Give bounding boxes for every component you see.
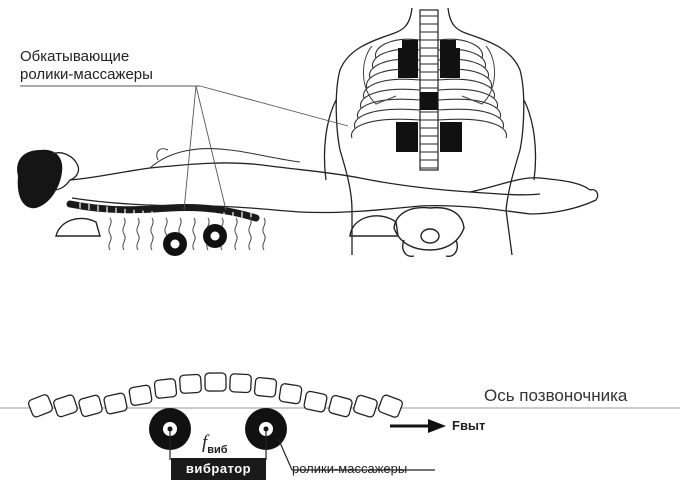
head-hair [17,150,62,208]
force-arrow [390,419,446,433]
vertebra [353,394,378,418]
bottom-rollers-label: ролики-массажеры [292,461,407,476]
vertebra [328,395,353,418]
vertebra-row [27,373,403,418]
force-label: Fвыт [452,418,485,433]
top-label-line2: ролики-массажеры [20,66,153,83]
vertebra [103,392,127,414]
vertebra [154,378,177,398]
top-roller-1 [163,232,187,256]
vertebra [27,394,53,418]
pelvis [394,208,464,257]
vibrator-box: вибратор [171,458,266,480]
top-roller-2 [203,224,227,248]
vertebra [230,374,252,393]
vertebra [179,374,201,393]
vertebra [78,394,103,417]
vertebra [53,394,79,418]
vertebra [303,391,327,413]
label-leader-lines [20,86,348,210]
vertebra [129,385,153,406]
vertebra [377,394,403,418]
spine-back-view [420,10,438,170]
vertebra [254,377,277,397]
vibration-frequency-label: fвиб [202,432,228,456]
top-label-line1: Обкатывающие [20,48,129,65]
vertebra [279,383,302,404]
vertebra [205,373,226,391]
spine-axis-label: Ось позвоночника [484,386,627,406]
